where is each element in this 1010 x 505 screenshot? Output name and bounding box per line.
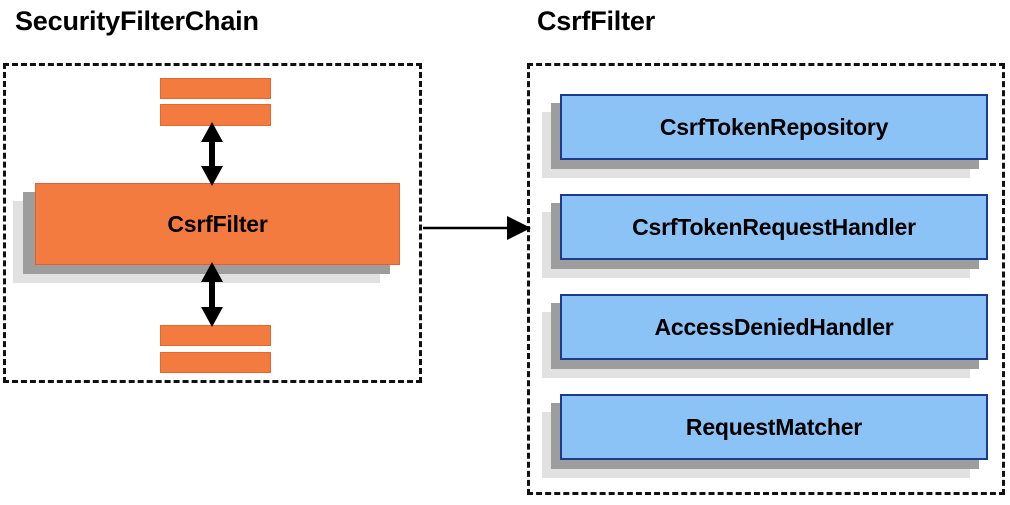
block-csrf-token-request-handler-label: CsrfTokenRequestHandler: [632, 213, 916, 240]
double-arrow-top: [201, 122, 223, 186]
filter-bar-top-2: [160, 104, 271, 126]
double-arrow-bottom: [201, 262, 223, 327]
block-csrf-token-repository-label: CsrfTokenRepository: [659, 113, 889, 140]
block-request-matcher-label: RequestMatcher: [685, 413, 863, 440]
expand-arrow-to-csrf-filter: [423, 216, 531, 240]
block-access-denied-handler-label: AccessDeniedHandler: [654, 313, 894, 340]
panel-title-csrf-filter: CsrfFilter: [537, 6, 656, 36]
block-csrf-filter-label: CsrfFilter: [167, 210, 268, 237]
block-csrf-token-request-handler[interactable]: CsrfTokenRequestHandler: [560, 194, 988, 260]
filter-bar-bottom-1: [160, 325, 271, 346]
filter-bar-top-1: [160, 78, 271, 99]
dashed-container-security-filter-chain: [3, 63, 422, 383]
block-request-matcher[interactable]: RequestMatcher: [560, 394, 988, 460]
block-csrf-filter[interactable]: CsrfFilter: [35, 183, 400, 265]
block-csrf-token-repository[interactable]: CsrfTokenRepository: [560, 94, 988, 160]
block-access-denied-handler[interactable]: AccessDeniedHandler: [560, 294, 988, 360]
panel-title-security-filter-chain: SecurityFilterChain: [15, 6, 259, 36]
dashed-container-csrf-filter: [527, 63, 1005, 495]
filter-bar-bottom-2: [160, 352, 271, 373]
